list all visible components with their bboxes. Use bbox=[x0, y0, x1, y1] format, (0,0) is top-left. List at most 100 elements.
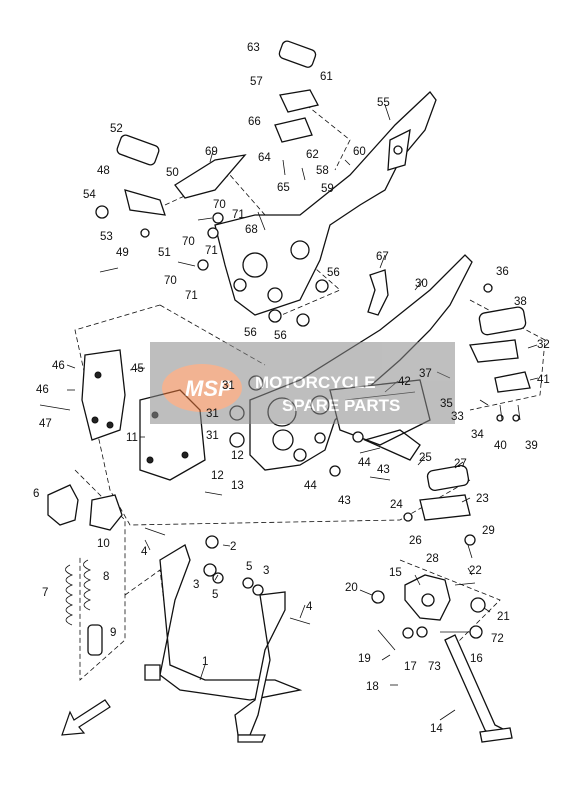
callout-3: 3 bbox=[193, 579, 199, 591]
callout-73: 73 bbox=[428, 661, 441, 673]
callout-33: 33 bbox=[451, 411, 464, 423]
callout-12: 12 bbox=[231, 450, 244, 462]
watermark-line2: SPARE PARTS bbox=[282, 396, 400, 415]
callout-labels: 1 2 3 3 4 4 5 5 6 7 8 9 10 11 12 12 13 1… bbox=[33, 42, 550, 735]
callout-12: 12 bbox=[211, 470, 224, 482]
callout-31: 31 bbox=[206, 408, 219, 420]
callout-1: 1 bbox=[202, 656, 208, 668]
callout-3: 3 bbox=[263, 565, 269, 577]
callout-13: 13 bbox=[231, 480, 244, 492]
watermark: MSP MOTORCYCLE SPARE PARTS bbox=[150, 342, 455, 424]
callout-69: 69 bbox=[205, 146, 218, 158]
side-stand-brackets bbox=[47, 484, 123, 531]
springs bbox=[65, 559, 103, 656]
callout-20: 20 bbox=[345, 582, 358, 594]
callout-34: 34 bbox=[471, 429, 484, 441]
callout-17: 17 bbox=[404, 661, 417, 673]
callout-57: 57 bbox=[250, 76, 263, 88]
callout-19: 19 bbox=[358, 653, 371, 665]
callout-54: 54 bbox=[83, 189, 96, 201]
direction-arrow-icon bbox=[61, 699, 111, 736]
callout-65: 65 bbox=[277, 182, 290, 194]
callout-51: 51 bbox=[158, 247, 171, 259]
callout-16: 16 bbox=[470, 653, 483, 665]
callout-42: 42 bbox=[398, 376, 411, 388]
callout-56: 56 bbox=[244, 327, 257, 339]
callout-23: 23 bbox=[476, 493, 489, 505]
callout-10: 10 bbox=[97, 538, 110, 550]
callout-4: 4 bbox=[306, 601, 313, 613]
side-stand bbox=[444, 634, 513, 743]
callout-9: 9 bbox=[110, 627, 116, 639]
callout-38: 38 bbox=[514, 296, 527, 308]
callout-25: 25 bbox=[419, 452, 432, 464]
callout-27: 27 bbox=[454, 458, 467, 470]
callout-67: 67 bbox=[376, 251, 389, 263]
footrests bbox=[116, 40, 531, 521]
callout-6: 6 bbox=[33, 488, 39, 500]
callout-46: 46 bbox=[52, 360, 65, 372]
callout-22: 22 bbox=[469, 565, 482, 577]
callout-44: 44 bbox=[304, 480, 317, 492]
callout-43: 43 bbox=[377, 464, 390, 476]
callout-71: 71 bbox=[205, 245, 218, 257]
callout-58: 58 bbox=[316, 165, 329, 177]
callout-56: 56 bbox=[327, 267, 340, 279]
callout-7: 7 bbox=[42, 587, 48, 599]
callout-11: 11 bbox=[126, 432, 138, 444]
callout-5: 5 bbox=[246, 561, 252, 573]
callout-70: 70 bbox=[213, 199, 226, 211]
callout-35: 35 bbox=[440, 398, 453, 410]
callout-52: 52 bbox=[110, 123, 123, 135]
callout-43: 43 bbox=[338, 495, 351, 507]
watermark-logo bbox=[162, 364, 242, 412]
callout-32: 32 bbox=[537, 339, 550, 351]
callout-64: 64 bbox=[258, 152, 271, 164]
callout-50: 50 bbox=[166, 167, 179, 179]
callout-45: 45 bbox=[131, 363, 144, 375]
callout-4: 4 bbox=[141, 546, 148, 558]
main-stand bbox=[144, 544, 303, 743]
callout-24: 24 bbox=[390, 499, 403, 511]
side-stand-bracket bbox=[404, 574, 451, 621]
callout-41: 41 bbox=[537, 374, 550, 386]
fasteners bbox=[39, 159, 521, 651]
watermark-line1: MOTORCYCLE bbox=[255, 373, 376, 392]
callout-21: 21 bbox=[497, 611, 510, 623]
callout-59: 59 bbox=[321, 183, 334, 195]
callout-37: 37 bbox=[419, 368, 432, 380]
small-brackets bbox=[174, 154, 421, 461]
callout-15: 15 bbox=[389, 567, 402, 579]
callout-56: 56 bbox=[274, 330, 287, 342]
watermark-logo-text: MSP bbox=[185, 376, 233, 401]
callout-48: 48 bbox=[97, 165, 110, 177]
callout-31: 31 bbox=[222, 380, 235, 392]
callout-30: 30 bbox=[415, 278, 428, 290]
callout-60: 60 bbox=[353, 146, 366, 158]
callout-39: 39 bbox=[525, 440, 538, 452]
callout-31: 31 bbox=[206, 430, 219, 442]
callout-71: 71 bbox=[232, 209, 245, 221]
callout-28: 28 bbox=[426, 553, 439, 565]
callout-18: 18 bbox=[366, 681, 379, 693]
callout-5: 5 bbox=[212, 589, 218, 601]
callout-29: 29 bbox=[482, 525, 495, 537]
callout-46: 46 bbox=[36, 384, 49, 396]
callout-47: 47 bbox=[39, 418, 52, 430]
callout-68: 68 bbox=[245, 224, 258, 236]
callout-62: 62 bbox=[306, 149, 319, 161]
callout-2: 2 bbox=[230, 541, 236, 553]
callout-53: 53 bbox=[100, 231, 113, 243]
callout-70: 70 bbox=[164, 275, 177, 287]
callout-40: 40 bbox=[494, 440, 507, 452]
rear-footrest-bracket bbox=[214, 91, 437, 316]
callout-55: 55 bbox=[377, 97, 390, 109]
callout-49: 49 bbox=[116, 247, 129, 259]
callout-70: 70 bbox=[182, 236, 195, 248]
callout-36: 36 bbox=[496, 266, 509, 278]
callout-63: 63 bbox=[247, 42, 260, 54]
callout-14: 14 bbox=[430, 723, 443, 735]
callout-8: 8 bbox=[103, 571, 109, 583]
